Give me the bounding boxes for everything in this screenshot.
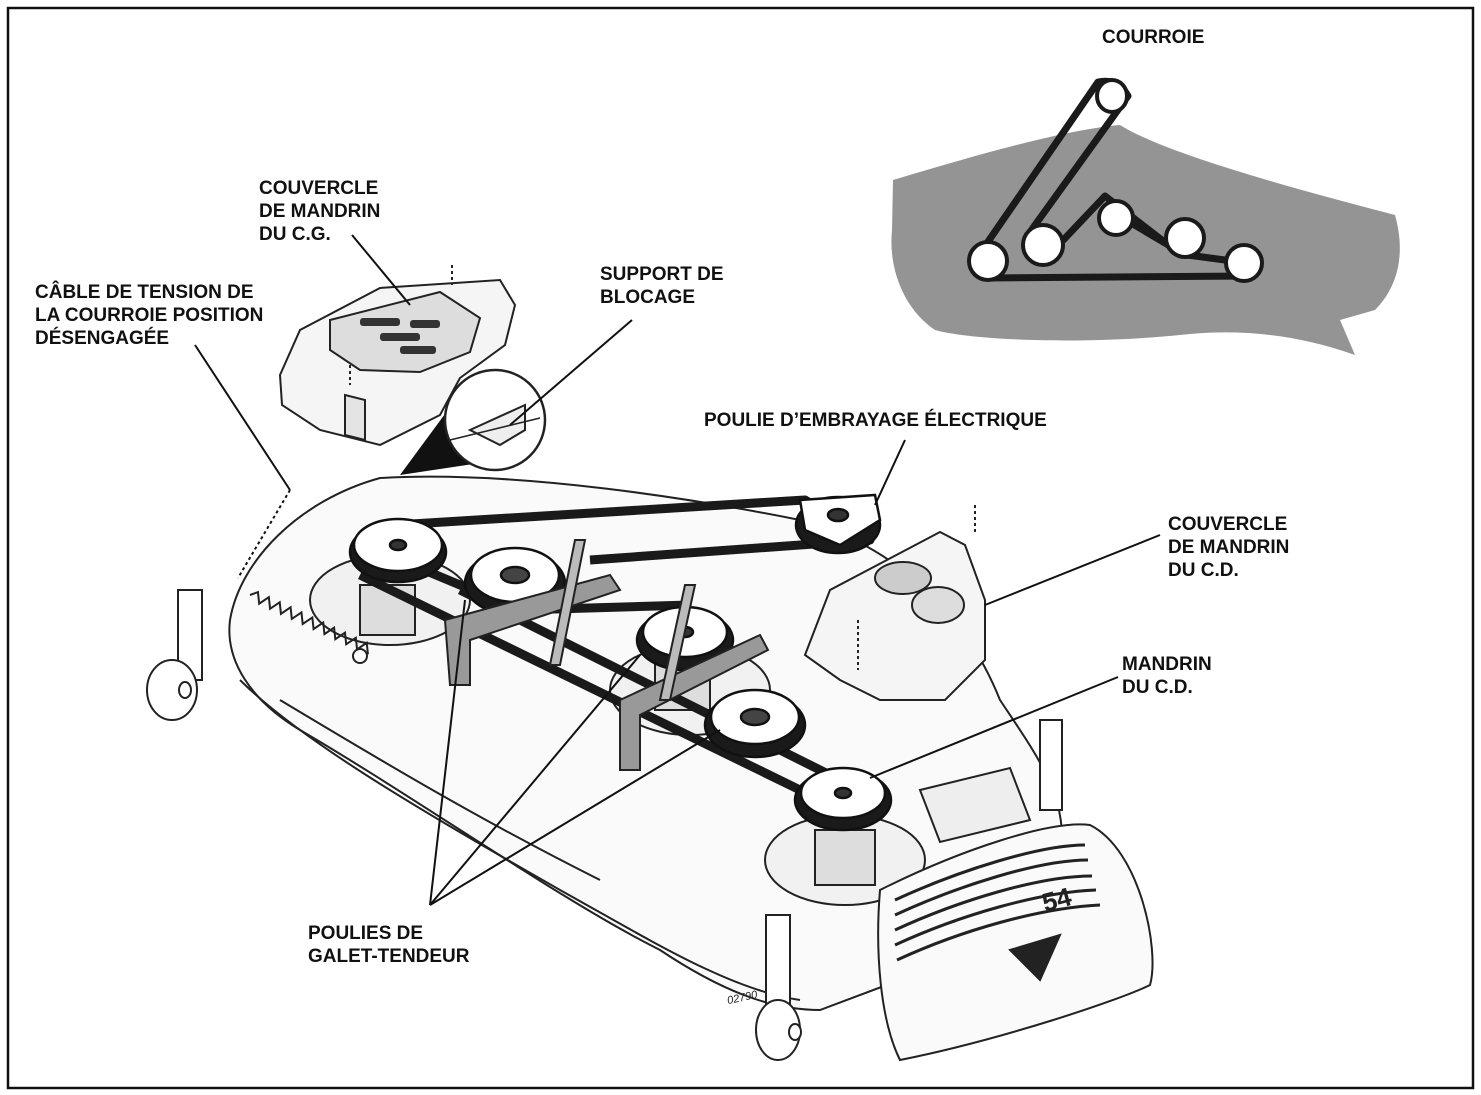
inset-pulley-clutch: [1095, 78, 1129, 114]
lock-bracket-detail: [400, 368, 547, 475]
leader-right-spindle: [869, 676, 1119, 779]
leader-right-spindle-cover: [984, 534, 1161, 606]
figure-border: [6, 6, 1475, 1090]
idler-arms: [443, 539, 770, 771]
belt-routing-inset: [891, 77, 1400, 355]
inset-pulley-idler-1: [1021, 223, 1065, 267]
tension-spring: [249, 590, 369, 664]
leader-idler-2: [429, 654, 641, 906]
leader-idler-3: [429, 729, 721, 906]
inset-pulleys: [967, 78, 1264, 283]
deck-skirt: [239, 679, 801, 1001]
right-spindle-pulley: [793, 766, 893, 832]
left-spindle-pulley: [348, 517, 448, 584]
label-clutch-pulley: POULIE D’EMBRAYAGE ÉLECTRIQUE: [704, 410, 1047, 431]
gauge-wheels: [146, 589, 1063, 1061]
leader-tension-cable: [194, 344, 291, 491]
electric-clutch-pulley: [794, 493, 882, 555]
center-spindle-pulley: [703, 688, 807, 759]
inset-pulley-left-spindle: [967, 240, 1009, 282]
right-spindle-cover: [803, 505, 986, 701]
label-right-spindle: MANDRIN DU C.D.: [1122, 654, 1212, 698]
label-idler-pulleys: POULIES DE GALET-TENDEUR: [308, 923, 470, 967]
leader-idler-1: [429, 599, 466, 906]
left-spindle-cover: [278, 265, 517, 447]
pulleys: [348, 493, 893, 832]
discharge-chute: 54: [877, 766, 1154, 1062]
inset-pulley-right-spindle: [1224, 243, 1264, 283]
label-tension-cable: CÂBLE DE TENSION DE LA COURROIE POSITION…: [35, 282, 264, 349]
leader-lines: [194, 234, 1161, 906]
inset-deck-shape: [891, 125, 1400, 355]
leader-left-spindle-cover: [351, 234, 411, 306]
leader-clutch-pulley: [874, 439, 906, 506]
leader-lock-bracket: [509, 319, 633, 426]
inset-pulley-center-spindle: [1164, 217, 1206, 259]
label-left-spindle-cover: COUVERCLE DE MANDRIN DU C.G.: [259, 178, 381, 245]
label-belt-inset: COURROIE: [1102, 27, 1205, 48]
leader-tension-cable-2: [237, 489, 291, 579]
label-lock-bracket: SUPPORT DE BLOCAGE: [600, 264, 724, 308]
label-right-spindle-cover: COUVERCLE DE MANDRIN DU C.D.: [1168, 514, 1290, 581]
inset-pulley-idler-2: [1097, 199, 1135, 237]
